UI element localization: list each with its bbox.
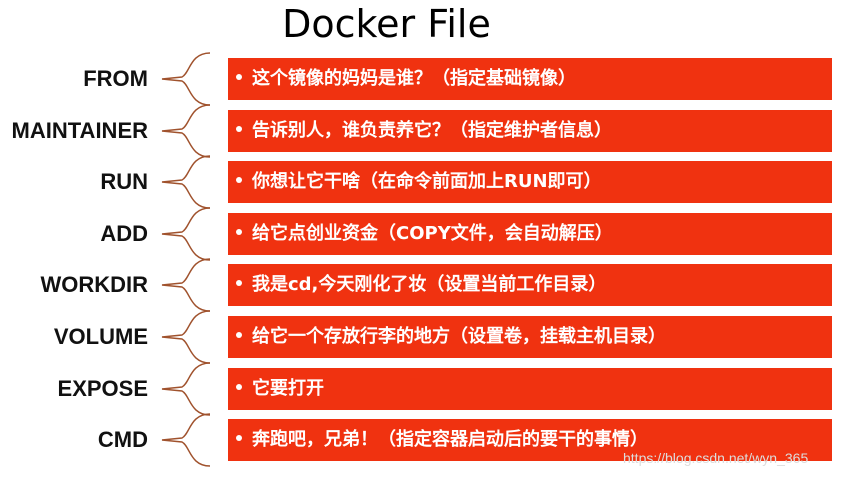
instruction-keyword: WORKDIR bbox=[40, 272, 148, 298]
brace-icon bbox=[161, 310, 211, 364]
bullet-icon bbox=[236, 177, 242, 184]
instruction-keyword: RUN bbox=[100, 169, 148, 195]
instruction-row: RUN 你想让它干啥（在命令前面加上RUN即可） bbox=[0, 155, 843, 209]
instruction-description-bar: 我是cd,今天刚化了妆（设置当前工作目录） bbox=[228, 264, 832, 307]
instruction-row: VOLUME 给它一个存放行李的地方（设置卷，挂载主机目录） bbox=[0, 310, 843, 364]
instruction-keyword: ADD bbox=[100, 220, 148, 246]
slide-title: Docker File bbox=[0, 2, 843, 46]
instruction-row: MAINTAINER 告诉别人，谁负责养它？（指定维护者信息） bbox=[0, 103, 843, 158]
brace-icon bbox=[161, 258, 211, 313]
instruction-description: 给它点创业资金（COPY文件，会自动解压） bbox=[252, 222, 613, 244]
instruction-row: EXPOSE 它要打开 bbox=[0, 361, 843, 416]
instruction-description: 告诉别人，谁负责养它？（指定维护者信息） bbox=[252, 119, 612, 141]
bullet-icon bbox=[236, 435, 242, 442]
bullet-icon bbox=[236, 125, 242, 132]
brace-icon bbox=[161, 103, 211, 158]
instruction-description: 它要打开 bbox=[252, 377, 324, 399]
instruction-description: 奔跑吧，兄弟！（指定容器启动后的要干的事情） bbox=[252, 429, 648, 451]
instruction-description-bar: 告诉别人，谁负责养它？（指定维护者信息） bbox=[228, 109, 832, 152]
instruction-description-bar: 你想让它干啥（在命令前面加上RUN即可） bbox=[228, 161, 832, 204]
instruction-description: 我是cd,今天刚化了妆（设置当前工作目录） bbox=[252, 274, 607, 296]
instruction-row: FROM 这个镜像的妈妈是谁？（指定基础镜像） bbox=[0, 52, 843, 106]
brace-icon bbox=[161, 52, 211, 106]
instruction-description-bar: 这个镜像的妈妈是谁？（指定基础镜像） bbox=[228, 58, 832, 100]
instruction-description-bar: 给它一个存放行李的地方（设置卷，挂载主机目录） bbox=[228, 316, 832, 358]
bullet-icon bbox=[236, 74, 242, 80]
instruction-description: 这个镜像的妈妈是谁？（指定基础镜像） bbox=[252, 68, 576, 89]
instruction-keyword: CMD bbox=[97, 427, 148, 453]
watermark: https://blog.csdn.net/wyn_365 bbox=[623, 450, 809, 466]
instruction-row: CMD 奔跑吧，兄弟！（指定容器启动后的要干的事情） bbox=[0, 413, 843, 467]
brace-icon bbox=[161, 207, 211, 261]
bullet-icon bbox=[236, 280, 242, 287]
brace-icon bbox=[161, 155, 211, 209]
bullet-icon bbox=[236, 332, 242, 338]
instruction-description: 给它一个存放行李的地方（设置卷，挂载主机目录） bbox=[252, 326, 666, 347]
instruction-description-bar: 它要打开 bbox=[228, 367, 832, 410]
bullet-icon bbox=[236, 228, 242, 235]
instruction-keyword: VOLUME bbox=[53, 324, 148, 349]
brace-icon bbox=[161, 361, 211, 416]
instruction-keyword: FROM bbox=[83, 66, 148, 91]
instruction-description: 你想让它干啥（在命令前面加上RUN即可） bbox=[252, 171, 602, 193]
instruction-description-bar: 奔跑吧，兄弟！（指定容器启动后的要干的事情） bbox=[228, 419, 832, 462]
brace-icon bbox=[161, 413, 211, 467]
instruction-description-bar: 给它点创业资金（COPY文件，会自动解压） bbox=[228, 212, 832, 255]
bullet-icon bbox=[236, 383, 242, 390]
instruction-keyword: EXPOSE bbox=[57, 375, 148, 401]
instruction-row: ADD 给它点创业资金（COPY文件，会自动解压） bbox=[0, 207, 843, 261]
instruction-keyword: MAINTAINER bbox=[11, 117, 148, 143]
title-text: Docker File bbox=[282, 2, 491, 46]
instruction-row: WORKDIR 我是cd,今天刚化了妆（设置当前工作目录） bbox=[0, 258, 843, 313]
